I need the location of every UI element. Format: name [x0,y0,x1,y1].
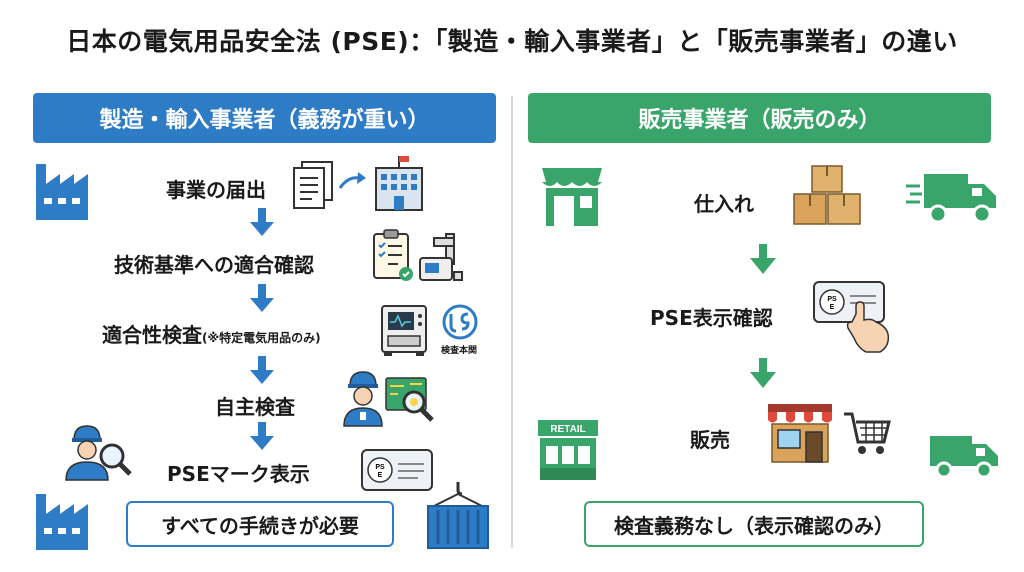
pse-card-icon: PS E [361,449,433,491]
boxes-icon [793,165,861,225]
flow-arrow-seller-1 [750,244,776,274]
pse-card-hand-icon: PS E [813,281,890,353]
retail-sign-text: RETAIL [550,424,585,435]
inspection-body-logo [442,304,478,340]
svg-text:PS: PS [827,296,837,303]
flow-arrow-1 [250,208,274,236]
manufacturer-summary: すべての手続きが必要 [126,501,394,547]
retail-store-icon: RETAIL [538,420,598,480]
step-purchase: 仕入れ [694,192,754,216]
step-self-inspection: 自主検査 [215,395,295,419]
seller-summary: 検査義務なし（表示確認のみ） [584,501,924,547]
shipping-container-icon [427,482,489,549]
svg-text:PS: PS [375,464,385,471]
step-business-notification: 事業の届出 [166,178,266,202]
seller-header: 販売事業者（販売のみ） [528,93,991,143]
delivery-truck-icon [930,436,998,479]
test-machine-icon [381,305,427,356]
manufacturer-header: 製造・輸入事業者（義務が重い） [33,93,496,143]
delivery-truck-icon [906,174,996,224]
shopping-cart-icon [844,412,891,454]
documents-icon [293,161,333,209]
step-sale: 販売 [690,428,730,452]
shop-icon [542,168,602,226]
circuit-board-magnifier-icon [385,377,434,422]
page-title: 日本の電気用品安全法 (PSE)：「製造・輸入事業者」と「販売事業者」の違い [66,27,958,56]
step-conformity-note: (※特定電気用品のみ) [202,331,321,345]
step-conformity-inspection: 適合性検査(※特定電気用品のみ) [102,319,321,348]
inspection-body-label: 検査本関 [441,346,478,356]
column-divider [511,96,513,548]
step-conformity-inspection-label: 適合性検査 [102,323,202,347]
office-building-icon [375,156,423,211]
flow-arrow-4 [250,422,274,450]
step-technical-standards: 技術基準への適合確認 [114,253,314,277]
storefront-icon [768,404,832,463]
checklist-icon [373,229,413,281]
worker-icon [343,371,383,427]
svg-text:E: E [830,304,835,311]
inspector-magnifier-icon [65,425,132,481]
flow-arrow-3 [250,356,274,384]
step-pse-mark: PSEマーク表示 [167,462,310,486]
measuring-equipment-icon [419,233,463,281]
flow-arrow-2 [250,284,274,312]
svg-text:E: E [378,472,383,479]
step-pse-check: PSE表示確認 [650,306,773,330]
factory-icon [36,164,88,220]
arrow-right-icon [338,172,366,189]
factory-icon [36,494,88,550]
flow-arrow-seller-2 [750,358,776,388]
